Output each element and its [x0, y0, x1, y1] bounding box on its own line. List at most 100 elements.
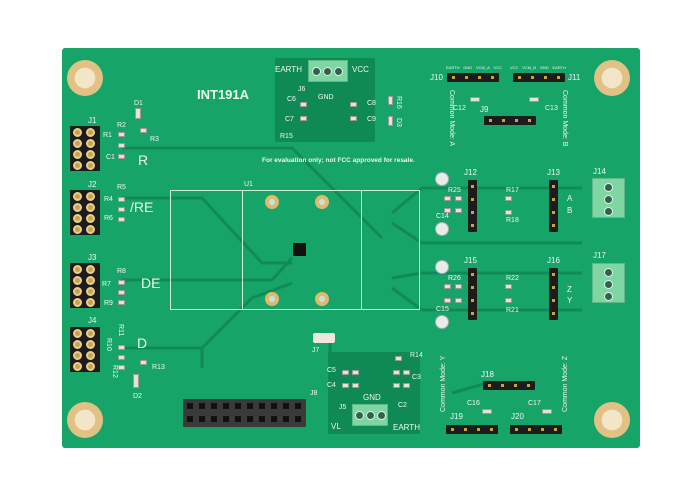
smd-component [352, 383, 359, 388]
label-common-mode-y: Common Mode: Y [440, 355, 447, 412]
header-j12[interactable] [468, 180, 477, 232]
smd-component [118, 290, 125, 295]
gold-pin [86, 225, 95, 234]
smd-component [118, 355, 125, 360]
label-r8: R8 [117, 268, 126, 275]
label-r15: R15 [280, 133, 293, 140]
smd-component [444, 298, 451, 303]
pin [451, 428, 454, 431]
label-common-mode-b: Common Mode: B [561, 90, 568, 147]
mounting-hole [594, 60, 630, 96]
label-gnd-bottom: GND [363, 393, 381, 402]
label-r13: R13 [152, 364, 165, 371]
label-common-mode-a: Common Mode: A [448, 90, 455, 147]
smd-resistor [388, 96, 393, 105]
pin [527, 384, 530, 387]
mounting-hole [594, 402, 630, 438]
label-d3: D3 [395, 118, 402, 127]
label-r1: R1 [103, 132, 112, 139]
pin-label: GND [539, 65, 549, 70]
gold-pin [73, 329, 82, 338]
label-r6: R6 [104, 215, 113, 222]
pin [223, 403, 229, 409]
smd-component [403, 383, 410, 388]
label-r3: R3 [150, 136, 159, 143]
header-j10[interactable] [447, 73, 499, 82]
test-point-z[interactable] [435, 260, 449, 274]
pin [199, 416, 205, 422]
label-gnd: GND [318, 94, 334, 101]
header-j15[interactable] [468, 268, 477, 320]
pin [247, 416, 253, 422]
gold-pin [73, 192, 82, 201]
header-j16[interactable] [549, 268, 558, 320]
test-point-a[interactable] [435, 172, 449, 186]
screw-icon [312, 67, 321, 76]
pin [235, 403, 241, 409]
label-c14: C14 [436, 213, 449, 220]
gold-pin [86, 265, 95, 274]
pin [552, 198, 555, 201]
gold-pin [73, 128, 82, 137]
header-j9[interactable] [484, 116, 536, 125]
pin [211, 416, 217, 422]
gold-pin [86, 150, 95, 159]
label-j12: J12 [464, 168, 477, 177]
label-j16: J16 [547, 256, 560, 265]
label-c6: C6 [287, 96, 296, 103]
label-c9: C9 [367, 116, 376, 123]
screw-icon [604, 280, 613, 289]
pin [477, 428, 480, 431]
label-j5: J5 [339, 404, 347, 411]
gold-pin [73, 225, 82, 234]
gold-pin [73, 340, 82, 349]
gold-pad [265, 195, 279, 209]
smd-capacitor [350, 116, 357, 121]
label-j3: J3 [88, 253, 97, 262]
label-j2: J2 [88, 180, 97, 189]
gold-pin [86, 139, 95, 148]
smd-component [455, 208, 462, 213]
gold-pin [86, 362, 95, 371]
pin [259, 403, 265, 409]
pin-label: EARTH [446, 65, 460, 70]
screw-icon [323, 67, 332, 76]
pin [515, 428, 518, 431]
header-j11[interactable] [513, 73, 565, 82]
pin [187, 416, 193, 422]
smd-component [342, 383, 349, 388]
screw-icon [366, 411, 375, 420]
pin [471, 286, 474, 289]
label-y: Y [567, 296, 573, 305]
label-c1: C1 [106, 154, 115, 161]
jumper-j7[interactable] [313, 333, 335, 343]
smd-capacitor [300, 116, 307, 121]
label-r18: R18 [506, 217, 519, 224]
smd-component [118, 217, 125, 222]
gold-pin [73, 351, 82, 360]
label-c16: C16 [467, 400, 480, 407]
gold-pin [73, 214, 82, 223]
pin [465, 76, 468, 79]
label-j6: J6 [298, 86, 306, 93]
j10-pin-labels: EARTH GND VCM_A VCC [446, 66, 502, 70]
header-j19[interactable] [446, 425, 498, 434]
pin [478, 76, 481, 79]
label-c12: C12 [453, 105, 466, 112]
smd-capacitor [529, 97, 539, 102]
header-j20[interactable] [510, 425, 562, 434]
label-d1: D1 [134, 100, 143, 107]
pin [514, 384, 517, 387]
label-j17: J17 [593, 251, 606, 260]
pin [531, 76, 534, 79]
smd-component [342, 370, 349, 375]
label-u1: U1 [244, 181, 253, 188]
pin [541, 428, 544, 431]
test-point-b[interactable] [435, 222, 449, 236]
smd-component [140, 360, 147, 365]
test-point-y[interactable] [435, 315, 449, 329]
smd-component [118, 300, 125, 305]
header-j13[interactable] [549, 180, 558, 232]
header-j18[interactable] [483, 381, 535, 390]
pin-label: VCM_B [522, 65, 537, 70]
